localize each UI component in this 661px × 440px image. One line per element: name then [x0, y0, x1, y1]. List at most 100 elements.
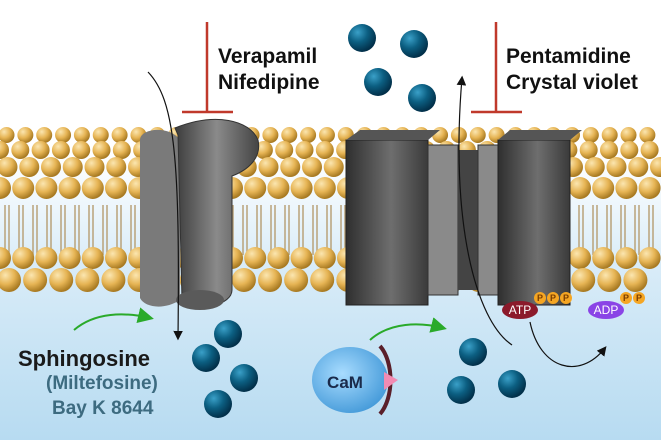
lipid-head: [584, 157, 605, 177]
lipid-head: [569, 247, 591, 269]
lipid-head: [81, 247, 104, 269]
lipid-head: [106, 157, 127, 177]
lipid-head: [571, 268, 596, 292]
lipid-head: [49, 268, 74, 292]
lipid-head: [31, 141, 50, 159]
lipid-head: [0, 268, 21, 292]
lipid-head: [267, 177, 290, 199]
lipid-head: [105, 177, 127, 199]
lipid-head: [623, 268, 648, 292]
lipid-head: [17, 127, 34, 143]
lipid-head: [92, 127, 109, 143]
lipid-head: [267, 247, 290, 269]
lipid-head: [592, 247, 615, 269]
phosphate-label: P: [537, 293, 543, 303]
lipid-head: [36, 127, 53, 143]
lipid-head: [0, 127, 15, 143]
ion: [459, 338, 487, 366]
lipid-head: [231, 268, 256, 292]
inhibitor-right-label-2: Crystal violet: [506, 71, 638, 94]
activation-arrow-middle: [369, 317, 447, 341]
lipid-head: [105, 247, 127, 269]
lipid-head: [295, 141, 314, 159]
atp-label: ATP: [509, 303, 531, 317]
lipid-head: [0, 141, 9, 159]
lipid-head: [600, 141, 618, 159]
lipid-head: [58, 247, 81, 269]
lipid-head: [290, 247, 313, 269]
lipid-head: [51, 141, 70, 159]
lipid-head: [62, 157, 83, 177]
ions: [192, 24, 526, 418]
lipid-head: [638, 177, 661, 199]
lipid-head: [12, 177, 35, 199]
lipid-head: [23, 268, 48, 292]
lipid-head: [84, 157, 105, 177]
lipid-head: [639, 127, 656, 143]
lipid-head: [254, 141, 273, 159]
ion: [348, 24, 376, 52]
lipid-head: [290, 177, 313, 199]
lipid-head: [615, 177, 638, 199]
ion: [192, 344, 220, 372]
activator-label-sub2: Bay K 8644: [52, 398, 154, 419]
inhibitor-right-marker: [471, 22, 522, 114]
lipid-head: [620, 141, 639, 159]
lipid-head: [432, 127, 449, 143]
activation-arrow-left: [73, 307, 154, 331]
lipid-head: [75, 268, 100, 292]
lipid-head: [628, 157, 649, 177]
lipid-head: [244, 247, 267, 269]
phosphate-label: P: [563, 293, 569, 303]
lipid-head: [112, 141, 131, 159]
activator-label-sub1: (Miltefosine): [46, 373, 158, 394]
phosphate-label: P: [623, 293, 629, 303]
atp-molecule: [502, 292, 572, 319]
inhibitor-right-label-1: Pentamidine: [506, 45, 631, 68]
ion: [400, 30, 428, 58]
inhibitor-left-marker: [182, 22, 233, 114]
lipid-head: [258, 268, 282, 292]
ion-channel-complex: [345, 130, 582, 306]
phosphate-label: P: [636, 293, 642, 303]
lipid-head: [315, 141, 334, 159]
lipid-head: [318, 127, 335, 143]
lipid-head: [92, 141, 111, 159]
atp-hydrolysis-arrow: [529, 321, 607, 368]
lipid-head: [313, 177, 336, 199]
ion: [408, 84, 436, 112]
lipid-head: [72, 141, 91, 159]
lipid-head: [81, 177, 104, 199]
lipid-head: [55, 127, 72, 143]
ion: [364, 68, 392, 96]
lipid-head: [35, 247, 58, 269]
lipid-head: [12, 247, 35, 269]
lipid-head: [280, 157, 301, 177]
ion: [498, 370, 526, 398]
lipid-head: [0, 177, 11, 199]
lipid-head: [582, 127, 599, 143]
lipid-head: [41, 157, 61, 177]
lipid-head: [601, 127, 618, 143]
lipid-head: [73, 127, 90, 143]
lipid-head: [597, 268, 622, 292]
lipid-head: [262, 127, 279, 143]
lipid-head: [302, 157, 322, 177]
inhibitor-left-label-2: Nifedipine: [218, 71, 320, 94]
lipid-head: [284, 268, 309, 292]
lipid-head: [0, 157, 18, 177]
adp-label: ADP: [594, 303, 619, 317]
ion: [447, 376, 475, 404]
lipid-head: [19, 157, 40, 177]
lipid-head: [620, 127, 637, 143]
cam-label: CaM: [327, 373, 363, 392]
lipid-head: [244, 177, 267, 199]
calmodulin: [312, 344, 398, 416]
ion: [214, 320, 242, 348]
phosphate-label: P: [550, 293, 556, 303]
lipid-head: [281, 127, 298, 143]
lipid-head: [275, 141, 294, 159]
lipid-head: [300, 127, 317, 143]
lipid-head: [0, 247, 11, 269]
